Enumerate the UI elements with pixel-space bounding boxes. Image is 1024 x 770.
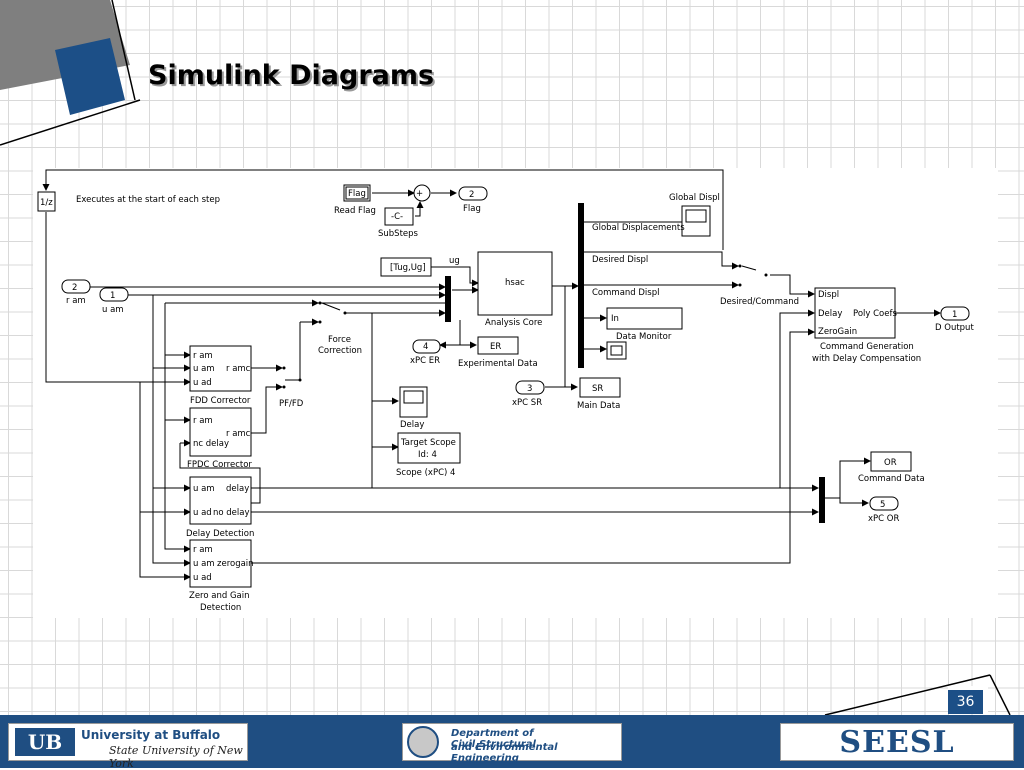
force-correction-label-2: Correction xyxy=(318,346,362,356)
flag-outport-label: Flag xyxy=(463,204,481,214)
cmdgen-label-2: with Delay Compensation xyxy=(812,354,921,364)
dd-label: Delay Detection xyxy=(186,529,254,539)
command-data-label: Command Data xyxy=(858,474,925,484)
command-displ-signal: Command Displ xyxy=(592,288,659,298)
xpc-or-outport[interactable]: 5 xyxy=(880,500,885,510)
substeps-constant[interactable]: -C- xyxy=(391,212,403,222)
ub-subtitle: State University of New York xyxy=(109,744,243,770)
dd-out-nodelay: no delay xyxy=(213,508,250,518)
experimental-data-label: Experimental Data xyxy=(458,359,538,369)
substeps-label: SubSteps xyxy=(378,229,419,239)
step-note: Executes at the start of each step xyxy=(76,195,220,205)
zg-label-2: Detection xyxy=(200,603,241,613)
zg-port-uam: u am xyxy=(193,559,215,569)
analysis-core-label: Analysis Core xyxy=(485,318,542,328)
seesl-logo: SEESL xyxy=(780,723,1014,761)
dd-port-uam: u am xyxy=(193,484,215,494)
flag-block[interactable]: Flag xyxy=(348,189,366,199)
inport-ram-label: r am xyxy=(66,296,86,306)
page-corner-lines xyxy=(824,674,1011,716)
target-scope-line1[interactable]: Target Scope xyxy=(400,438,456,448)
desired-command-label: Desired/Command xyxy=(720,297,799,307)
global-displacements-signal: Global Displacements xyxy=(592,223,685,233)
er-block[interactable]: ER xyxy=(490,342,501,352)
fpdc-port-ncdelay: nc delay xyxy=(193,439,229,449)
ug-signal-label: ug xyxy=(449,256,460,266)
sum-block[interactable]: + xyxy=(416,189,423,199)
dept-line2: and Environmental Engineering xyxy=(451,742,558,764)
dept-logo: Department of Civil,Structural and Envir… xyxy=(402,723,622,764)
cmdgen-port-polycoefs: Poly Coefs xyxy=(853,309,897,319)
fpdc-port-ram: r am xyxy=(193,416,213,426)
simulink-diagram: 1/z Executes at the start of each step F… xyxy=(33,168,998,618)
ub-mark-icon: UB xyxy=(15,728,75,756)
dd-port-uad: u ad xyxy=(193,508,212,518)
ub-logo: UB University at Buffalo State Universit… xyxy=(8,723,248,770)
fdd-out: r amc xyxy=(226,364,251,374)
hsac-block[interactable]: hsac xyxy=(505,278,525,288)
diagram-canvas: 1/z Executes at the start of each step F… xyxy=(37,169,974,613)
dept-seal-icon xyxy=(407,726,439,758)
fdd-port-ram: r am xyxy=(193,351,213,361)
inport-uam-label: u am xyxy=(102,305,124,315)
delay-scope-label: Delay xyxy=(400,420,424,430)
slide-title: Simulink Diagrams xyxy=(148,60,435,91)
main-data-label: Main Data xyxy=(577,401,620,411)
sr-block[interactable]: SR xyxy=(592,384,603,394)
cmdgen-port-displ: Displ xyxy=(818,290,839,300)
force-correction-label: Force xyxy=(328,335,351,345)
flag-outport[interactable]: 2 xyxy=(469,190,474,200)
seesl-text: SEESL xyxy=(839,724,955,760)
data-monitor-in[interactable]: In xyxy=(611,314,619,324)
zg-port-ram: r am xyxy=(193,545,213,555)
xpc-sr-outport[interactable]: 3 xyxy=(527,384,532,394)
scope-label: Scope (xPC) 4 xyxy=(396,468,455,478)
dd-out-delay: delay xyxy=(226,484,249,494)
fdd-port-uam: u am xyxy=(193,364,215,374)
global-displ-label: Global Displ xyxy=(669,193,720,203)
target-scope-line2: Id: 4 xyxy=(418,450,437,460)
xpc-er-outport[interactable]: 4 xyxy=(423,342,428,352)
fpdc-label: FPDC Corrector xyxy=(187,460,252,470)
desired-displ-signal: Desired Displ xyxy=(592,255,648,265)
inport-ram[interactable]: 2 xyxy=(72,283,77,293)
page-number-box: 36 xyxy=(948,690,983,714)
zg-out: zerogain xyxy=(217,559,254,569)
cmdgen-label-1: Command Generation xyxy=(820,342,914,352)
fdd-port-uad: u ad xyxy=(193,378,212,388)
or-block[interactable]: OR xyxy=(884,458,897,468)
xpc-er-label: xPC ER xyxy=(410,356,440,366)
d-output-label: D Output xyxy=(935,323,974,333)
page-number: 36 xyxy=(948,686,988,714)
corner-decoration xyxy=(0,0,141,146)
footer-bar: UB University at Buffalo State Universit… xyxy=(0,715,1024,770)
zg-port-uad: u ad xyxy=(193,573,212,583)
xpc-sr-label: xPC SR xyxy=(512,398,542,408)
unit-delay-block[interactable]: 1/z xyxy=(40,198,53,208)
goto-tug-block[interactable]: [Tug,Ug] xyxy=(390,263,426,273)
data-monitor-label: Data Monitor xyxy=(616,332,672,342)
xpc-or-label: xPC OR xyxy=(868,514,899,524)
inport-uam[interactable]: 1 xyxy=(110,291,115,301)
d-output-outport[interactable]: 1 xyxy=(952,310,957,320)
ub-name: University at Buffalo xyxy=(81,728,221,742)
pffd-label: PF/FD xyxy=(279,399,304,409)
zg-label-1: Zero and Gain xyxy=(189,591,250,601)
cmdgen-port-zerogain: ZeroGain xyxy=(818,327,857,337)
read-flag-label: Read Flag xyxy=(334,206,376,216)
cmdgen-port-delay: Delay xyxy=(818,309,842,319)
fdd-label: FDD Corrector xyxy=(190,396,251,406)
dept-line1: Department of Civil,Structural xyxy=(451,728,536,750)
fpdc-out: r amc xyxy=(226,429,251,439)
